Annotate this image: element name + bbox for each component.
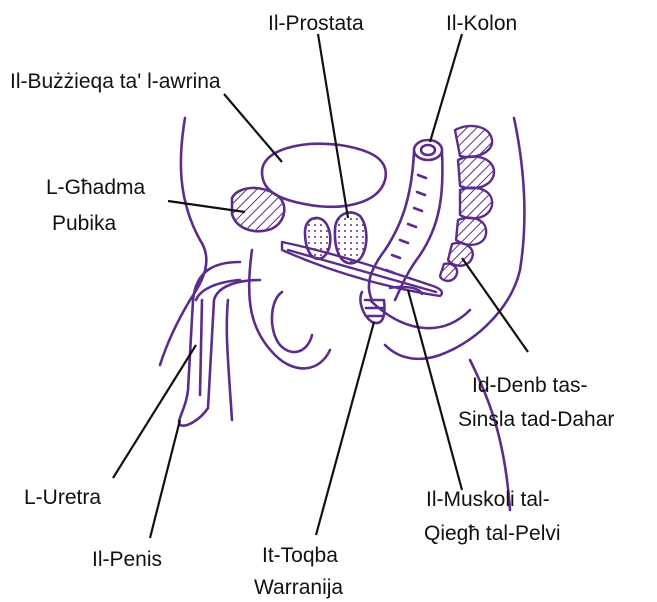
label-urethra: L-Uretra xyxy=(24,486,101,509)
leader-prostate xyxy=(318,34,348,218)
label-coccyx-line2: Sinsla tad-Dahar xyxy=(458,408,614,431)
label-penis: Il-Penis xyxy=(92,548,162,571)
leader-lines xyxy=(113,34,528,538)
label-anus-line1: It-Toqba xyxy=(262,544,338,567)
label-pelvic-line1: Il-Muskoli tal- xyxy=(426,488,550,511)
leader-penis xyxy=(150,420,180,538)
label-pelvic-line2: Qiegħ tal-Pelvi xyxy=(424,522,561,545)
leader-anus xyxy=(316,322,374,535)
label-anus-line2: Warranija xyxy=(254,576,343,599)
label-bladder: Il-Bużżieqa ta' l-awrina xyxy=(10,70,221,93)
label-coccyx-line1: Id-Denb tas- xyxy=(472,374,588,397)
label-pubic-line1: L-Għadma xyxy=(46,176,146,199)
leader-colon xyxy=(430,34,462,142)
coccyx-shape xyxy=(440,126,494,281)
leader-bladder xyxy=(224,94,282,162)
penis-shape xyxy=(179,262,260,426)
label-pubic-line2: Pubika xyxy=(52,212,117,235)
pubic-bone-shape xyxy=(232,188,284,231)
labels: Il-Prostata Il-Kolon Il-Bużżieqa ta' l-a… xyxy=(10,12,614,599)
leader-pelvic xyxy=(408,290,462,490)
label-colon: Il-Kolon xyxy=(446,12,517,35)
label-prostate: Il-Prostata xyxy=(268,12,364,35)
